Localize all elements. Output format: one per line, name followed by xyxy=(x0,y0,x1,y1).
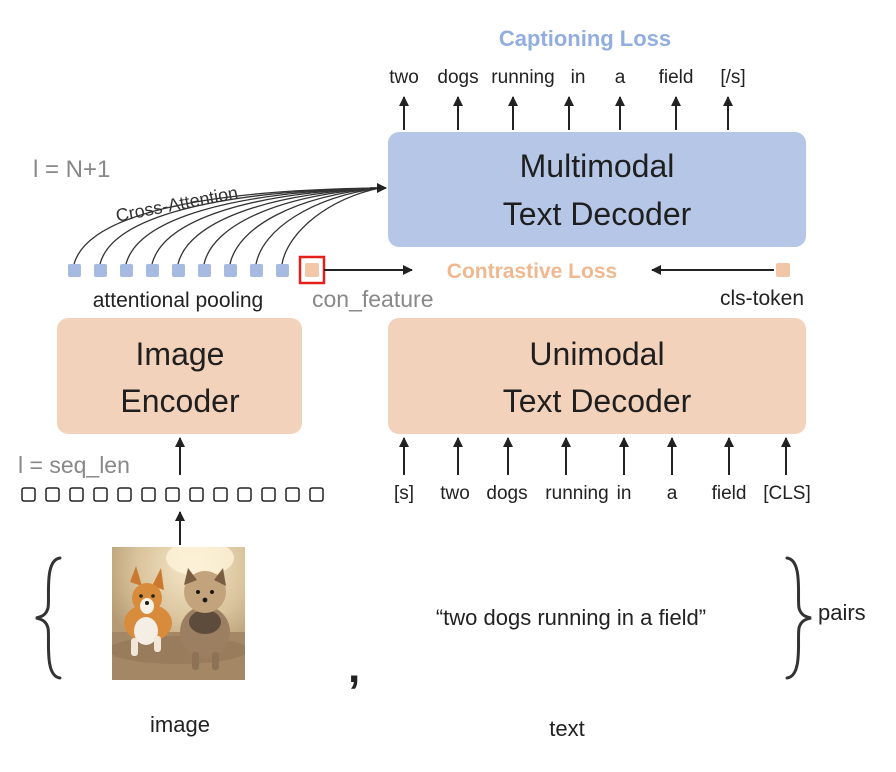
right-brace xyxy=(785,556,812,680)
cross-attention-curve xyxy=(99,187,381,265)
cross-attention-curve xyxy=(203,187,381,265)
image-encoder-title-line2: Encoder xyxy=(120,383,240,419)
output-token: a xyxy=(615,67,626,88)
input-token: in xyxy=(617,483,632,504)
output-token: two xyxy=(389,67,419,88)
multimodal-decoder-title-line1: Multimodal xyxy=(520,148,675,184)
con-feature-label: con_feature xyxy=(312,286,433,312)
patch-token xyxy=(117,487,132,502)
pooling-token xyxy=(146,264,159,277)
input-token: [CLS] xyxy=(763,483,811,504)
multimodal-text-decoder: Multimodal Text Decoder xyxy=(388,132,806,247)
input-token: field xyxy=(712,483,747,504)
output-token: [/s] xyxy=(720,67,745,88)
output-token: dogs xyxy=(437,67,478,88)
patch-token xyxy=(189,487,204,502)
patch-token xyxy=(237,487,252,502)
caption-text: “two dogs running in a field” xyxy=(436,605,706,630)
input-token: a xyxy=(667,483,678,504)
con-feature-token xyxy=(305,263,319,277)
cross-attention-curve xyxy=(281,187,381,265)
captioning-loss-label: Captioning Loss xyxy=(499,26,671,51)
cross-attention-curve xyxy=(255,187,381,265)
image-encoder-box xyxy=(57,318,302,434)
unimodal-decoder-title-line2: Text Decoder xyxy=(503,383,692,419)
seq-len-label: l = seq_len xyxy=(18,452,130,478)
output-token: field xyxy=(659,67,694,88)
unimodal-text-decoder: Unimodal Text Decoder xyxy=(388,318,806,434)
image-encoder-title-line1: Image xyxy=(136,336,225,372)
input-token: running xyxy=(545,483,608,504)
contrastive-loss-label: Contrastive Loss xyxy=(447,260,617,283)
layer-count-label: l = N+1 xyxy=(33,156,110,183)
unimodal-decoder-title-line1: Unimodal xyxy=(529,336,664,372)
output-arrows xyxy=(399,96,733,130)
image-patch-tokens xyxy=(21,487,324,502)
attentional-pooling-label: attentional pooling xyxy=(93,289,263,312)
multimodal-decoder-box xyxy=(388,132,806,247)
input-arrows xyxy=(399,437,791,475)
cross-attention-curve xyxy=(73,187,381,265)
patch-token xyxy=(261,487,276,502)
patch-token xyxy=(45,487,60,502)
output-tokens: two dogs running in a field [/s] xyxy=(389,67,745,88)
patch-token xyxy=(21,487,36,502)
pooling-token xyxy=(94,264,107,277)
input-tokens: [s] two dogs running in a field [CLS] xyxy=(394,483,811,504)
cls-token-label: cls-token xyxy=(720,287,804,310)
multimodal-decoder-title-line2: Text Decoder xyxy=(503,196,692,232)
image-encoder: Image Encoder xyxy=(57,318,302,434)
attentional-pooling-tokens xyxy=(68,264,289,277)
patch-token xyxy=(93,487,108,502)
cross-attention-curve xyxy=(229,187,381,265)
patch-token xyxy=(285,487,300,502)
cls-token xyxy=(776,263,790,277)
patch-token xyxy=(309,487,324,502)
patch-token xyxy=(213,487,228,502)
cross-attention-curves xyxy=(73,183,387,265)
input-token: two xyxy=(440,483,470,504)
left-brace xyxy=(35,556,62,680)
pooling-token xyxy=(68,264,81,277)
text-label: text xyxy=(549,716,584,741)
cross-attention-curve xyxy=(125,187,381,265)
pair-comma: , xyxy=(348,643,360,692)
input-token: dogs xyxy=(486,483,527,504)
cross-attention-curve xyxy=(177,187,381,265)
pairs-label: pairs xyxy=(818,600,866,625)
pooling-token xyxy=(224,264,237,277)
unimodal-decoder-box xyxy=(388,318,806,434)
pooling-token xyxy=(120,264,133,277)
pooling-token xyxy=(250,264,263,277)
cross-attention-curve xyxy=(151,187,381,265)
pooling-token xyxy=(172,264,185,277)
output-token: running xyxy=(491,67,554,88)
pooling-token xyxy=(276,264,289,277)
image-label: image xyxy=(150,712,210,737)
patch-token xyxy=(141,487,156,502)
output-token: in xyxy=(571,67,586,88)
dog-photo xyxy=(112,547,245,680)
patch-token xyxy=(165,487,180,502)
input-token: [s] xyxy=(394,483,414,504)
patch-token xyxy=(69,487,84,502)
pooling-token xyxy=(198,264,211,277)
